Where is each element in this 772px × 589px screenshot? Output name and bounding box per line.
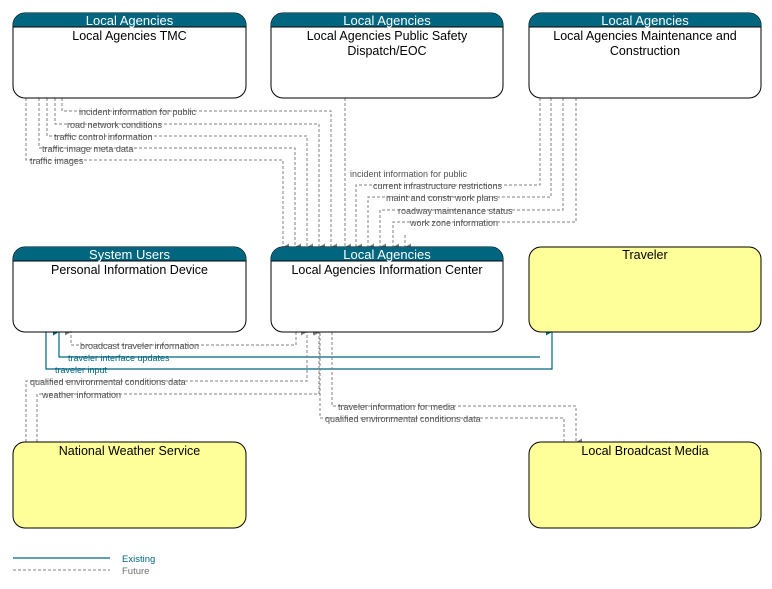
flow-tmc-incident-info: incident information for public	[61, 98, 337, 251]
flow-tmc-traffic-control: traffic control information	[46, 98, 313, 251]
flow-label: traveler input	[55, 365, 108, 375]
node-stereotype: System Users	[89, 247, 170, 262]
flow-label: broadcast traveler information	[80, 341, 199, 351]
node-stereotype: Local Agencies	[343, 247, 431, 262]
flow-broadcast-traveler-info: broadcast traveler information	[65, 328, 297, 351]
flow-label: roadway maintenance status	[398, 206, 513, 216]
flow-label: qualified environmental conditions data	[30, 377, 186, 387]
node-title: Traveler	[622, 248, 667, 262]
flow-traveler-interface-updates: traveler interface updates	[53, 328, 540, 363]
flow-nws-env-conditions: qualified environmental conditions data	[25, 328, 308, 442]
node-title: National Weather Service	[59, 444, 201, 458]
node-national-weather-service[interactable]: National Weather Service	[12, 441, 247, 529]
node-title-line1: Local Agencies Maintenance and	[553, 29, 737, 43]
flow-traveler-input: traveler input	[45, 328, 553, 375]
node-title-line2: Construction	[610, 44, 680, 58]
flow-media-env-conditions: qualified environmental conditions data	[314, 328, 565, 442]
flow-label: incident information for public	[79, 107, 197, 117]
node-local-agencies-information-center[interactable]: Local Agencies Local Agencies Informatio…	[270, 246, 504, 333]
node-traveler[interactable]: Traveler	[528, 246, 762, 333]
node-title: Local Agencies TMC	[72, 29, 186, 43]
flow-maint-work-plans: maint and constr work plans	[367, 98, 552, 251]
node-stereotype: Local Agencies	[601, 13, 689, 28]
node-personal-information-device[interactable]: System Users Personal Information Device	[12, 246, 247, 333]
flow-label: traffic control information	[54, 132, 152, 142]
node-title-line2: Dispatch/EOC	[347, 44, 426, 58]
flow-label: qualified environmental conditions data	[325, 414, 481, 424]
flow-dispatch-incident-info: incident information for public	[344, 98, 468, 251]
flow-maint-maintenance-status: roadway maintenance status	[379, 98, 564, 251]
flow-label: current infrastructure restrictions	[373, 181, 503, 191]
flow-label: traveler interface updates	[68, 353, 170, 363]
flow-label: maint and constr work plans	[386, 193, 499, 203]
node-stereotype: Local Agencies	[86, 13, 174, 28]
legend: Existing Future	[13, 554, 155, 577]
node-title-line1: Local Agencies Public Safety	[307, 29, 468, 43]
flow-maint-infrastructure: current infrastructure restrictions	[355, 98, 541, 251]
node-local-agencies-maintenance[interactable]: Local Agencies Local Agencies Maintenanc…	[528, 12, 762, 99]
flow-tmc-images: traffic images	[25, 98, 289, 251]
flow-label: traveler information for media	[338, 402, 455, 412]
node-title: Personal Information Device	[51, 263, 208, 277]
flow-label: traffic images	[30, 156, 84, 166]
node-local-agencies-tmc[interactable]: Local Agencies Local Agencies TMC	[12, 12, 247, 99]
node-local-broadcast-media[interactable]: Local Broadcast Media	[528, 441, 762, 529]
flow-maint-work-zone: work zone information	[392, 98, 577, 251]
flow-traveler-info-for-media: traveler information for media	[331, 332, 582, 446]
legend-existing-label: Existing	[122, 554, 155, 565]
flow-nws-weather-info: weather information	[36, 328, 320, 442]
node-title: Local Broadcast Media	[581, 444, 708, 458]
flow-label: incident information for public	[350, 169, 468, 179]
flow-label: work zone information	[409, 218, 498, 228]
flow-label: weather information	[41, 390, 121, 400]
node-title: Local Agencies Information Center	[291, 263, 482, 277]
flow-tmc-image-meta: traffic image meta data	[38, 98, 301, 251]
flow-label: traffic image meta data	[42, 144, 133, 154]
flow-tmc-road-network: road network conditions	[54, 98, 325, 251]
legend-future-label: Future	[122, 566, 149, 577]
node-local-agencies-dispatch[interactable]: Local Agencies Local Agencies Public Saf…	[270, 12, 504, 99]
flow-label: road network conditions	[67, 120, 163, 130]
node-stereotype: Local Agencies	[343, 13, 431, 28]
